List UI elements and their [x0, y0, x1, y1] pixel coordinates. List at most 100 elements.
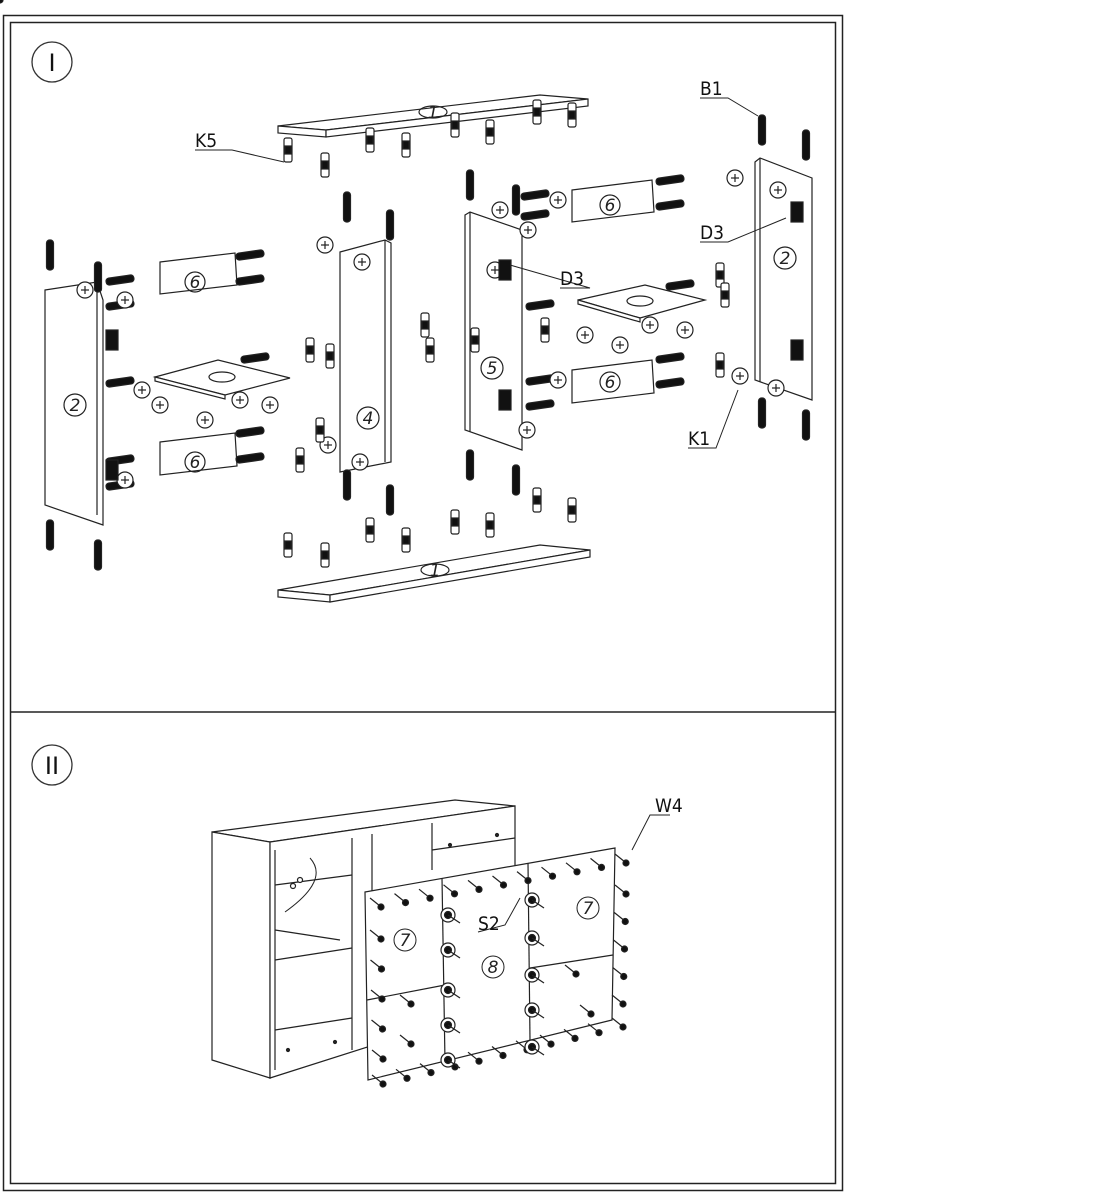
part-number: 8 [488, 958, 499, 978]
screw-w4 [612, 967, 628, 981]
cam-bolt [420, 312, 430, 338]
back-panel [364, 847, 616, 1081]
wood-dowel [105, 274, 135, 286]
screw-w4 [563, 1028, 579, 1043]
screw-w4 [614, 884, 630, 898]
step-label: II [45, 752, 59, 780]
screw-w4 [371, 1074, 387, 1088]
wood-dowel [240, 352, 270, 364]
screw-w4 [564, 964, 580, 978]
bottom-board [277, 544, 591, 603]
wood-dowel [801, 129, 811, 161]
cam-lock [316, 236, 334, 254]
wood-dowel [93, 261, 103, 293]
cam-bolt [567, 102, 577, 128]
cam-bolt [365, 127, 375, 153]
screw-w4 [399, 994, 415, 1008]
hinge-plate [105, 459, 119, 481]
cam-bolt [320, 542, 330, 568]
screw-s2 [440, 1052, 461, 1069]
part-number: 6 [190, 453, 201, 473]
screw-s2 [440, 982, 461, 999]
cam-bolt [401, 132, 411, 158]
cam-bolt [567, 497, 577, 523]
wood-dowel [45, 519, 55, 551]
wood-dowel [525, 399, 555, 411]
part-number: 1 [428, 103, 439, 123]
cam-bolt [715, 352, 725, 378]
callout-d3: D3 [560, 268, 584, 290]
divider-panel-4 [339, 239, 392, 473]
screw-w4 [418, 888, 434, 902]
cam-bolt [450, 509, 460, 535]
wood-dowel [665, 279, 695, 291]
callout-w4: W4 [655, 795, 683, 817]
screw-w4 [467, 879, 483, 894]
cam-lock [518, 421, 536, 439]
cam-bolt [450, 112, 460, 138]
wood-dowel [655, 377, 685, 389]
screw-w4 [370, 959, 386, 973]
cam-bolt [283, 137, 293, 163]
screw-w4 [541, 866, 557, 880]
cam-lock [151, 396, 169, 414]
cam-lock [769, 181, 787, 199]
screw-w4 [611, 994, 627, 1008]
wood-dowel [520, 189, 550, 201]
wood-dowel [93, 539, 103, 571]
wood-dowel [342, 191, 352, 223]
cam-lock [351, 453, 369, 471]
cam-bolt [425, 337, 435, 363]
screw-s2 [524, 1002, 545, 1019]
wood-dowel [511, 184, 521, 216]
cam-bolt [532, 487, 542, 513]
cam-bolt [485, 119, 495, 145]
wood-dowel [655, 352, 685, 364]
cam-lock [116, 471, 134, 489]
cam-lock [231, 391, 249, 409]
step-marker-2: II [31, 744, 73, 786]
cam-bolt [485, 512, 495, 538]
screw-w4 [369, 929, 385, 943]
cam-lock [767, 379, 785, 397]
drawer-rail-3 [571, 179, 655, 223]
cam-bolt [295, 447, 305, 473]
part-number: 6 [605, 373, 616, 393]
shelf-right [577, 284, 708, 323]
cam-bolt [283, 532, 293, 558]
shelf-left [152, 359, 291, 400]
screw-w4 [492, 875, 508, 889]
hinge-plate [105, 329, 119, 351]
wood-dowel [525, 299, 555, 311]
cam-lock [261, 396, 279, 414]
cam-bolt [532, 99, 542, 125]
screw-w4 [565, 862, 581, 876]
drawer-rail-4 [571, 359, 655, 404]
cam-lock [611, 336, 629, 354]
cam-bolt [320, 152, 330, 178]
cam-bolt [325, 343, 335, 369]
screw-w4 [516, 871, 532, 885]
wood-dowel [385, 209, 395, 241]
step-marker-1: I [31, 41, 73, 83]
wood-dowel [520, 209, 550, 221]
screw-s2 [524, 967, 545, 984]
cam-bolt [470, 327, 480, 353]
part-number: 6 [605, 196, 616, 216]
cam-lock [133, 381, 151, 399]
screw-w4 [370, 989, 386, 1003]
screw-s2 [440, 1017, 461, 1034]
cam-lock [641, 316, 659, 334]
screw-s2 [524, 930, 545, 947]
screw-w4 [399, 1034, 415, 1048]
cam-bolt [540, 317, 550, 343]
wood-dowel [655, 174, 685, 186]
cam-lock [76, 281, 94, 299]
screw-w4 [371, 1049, 387, 1063]
cam-lock [549, 371, 567, 389]
screw-w4 [590, 857, 606, 872]
wood-dowel [465, 449, 475, 481]
callout-b1: B1 [700, 78, 723, 100]
wood-dowel [511, 464, 521, 496]
wood-dowel [45, 239, 55, 271]
